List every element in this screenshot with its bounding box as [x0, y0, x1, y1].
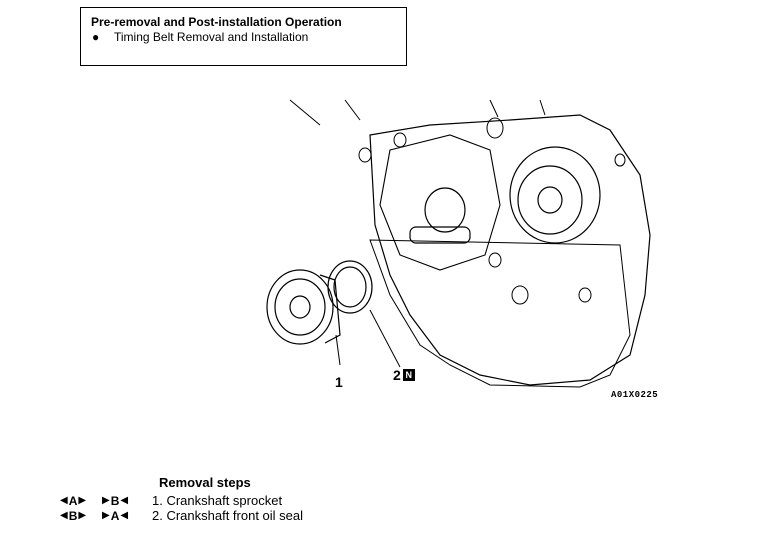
bullet-icon: ● [92, 30, 100, 44]
note-item: ● Timing Belt Removal and Installation [91, 30, 396, 45]
callout-2: 2 N [393, 367, 415, 383]
step-text: 1. Crankshaft sprocket [152, 493, 283, 508]
left-arrow-icon: ◀ [120, 494, 129, 506]
removal-step-row: ◀ A ▶ ▶ B ◀ 1. Crankshaft sprocket [60, 493, 282, 508]
engine-illustration [250, 95, 670, 405]
bolts [358, 117, 626, 305]
step-text: 2. Crankshaft front oil seal [152, 508, 304, 523]
callout-1-leader [335, 334, 341, 366]
right-arrow-icon: ▶ [102, 509, 110, 521]
oil-pan [369, 239, 631, 388]
non-reusable-badge: N [402, 369, 415, 381]
right-arrow-icon: ▶ [78, 509, 87, 521]
camshaft-sprocket [509, 146, 601, 244]
crankshaft-snout [409, 226, 471, 244]
note-title: Pre-removal and Post-installation Operat… [91, 15, 342, 29]
left-arrow-icon: ◀ [60, 509, 68, 521]
figure-code: A01X0225 [611, 390, 659, 400]
oil-seal [327, 260, 373, 314]
note-item-text: Timing Belt Removal and Installation [114, 30, 309, 44]
engine-drawing [266, 99, 651, 388]
removal-step-row: ◀ B ▶ ▶ A ◀ 2. Crankshaft front oil seal [60, 508, 303, 523]
callout-2-number: 2 [393, 367, 401, 383]
left-service-mark: ◀ A ▶ [60, 493, 87, 508]
callout-1: 1 [335, 374, 343, 390]
left-arrow-icon: ◀ [120, 509, 129, 521]
left-arrow-icon: ◀ [60, 494, 68, 506]
right-service-mark: ▶ B ◀ [102, 493, 129, 508]
removal-steps-heading: Removal steps [159, 475, 251, 490]
right-service-mark: ▶ A ◀ [102, 508, 129, 523]
callout-2-leader [369, 309, 401, 368]
right-arrow-icon: ▶ [78, 494, 87, 506]
crankshaft-sprocket [266, 269, 341, 345]
note-box: Pre-removal and Post-installation Operat… [80, 7, 407, 66]
left-service-mark: ◀ B ▶ [60, 508, 87, 523]
engine-block-outline [369, 114, 651, 386]
oil-pump-housing [379, 134, 501, 271]
right-arrow-icon: ▶ [102, 494, 110, 506]
leader-lines [289, 99, 546, 126]
